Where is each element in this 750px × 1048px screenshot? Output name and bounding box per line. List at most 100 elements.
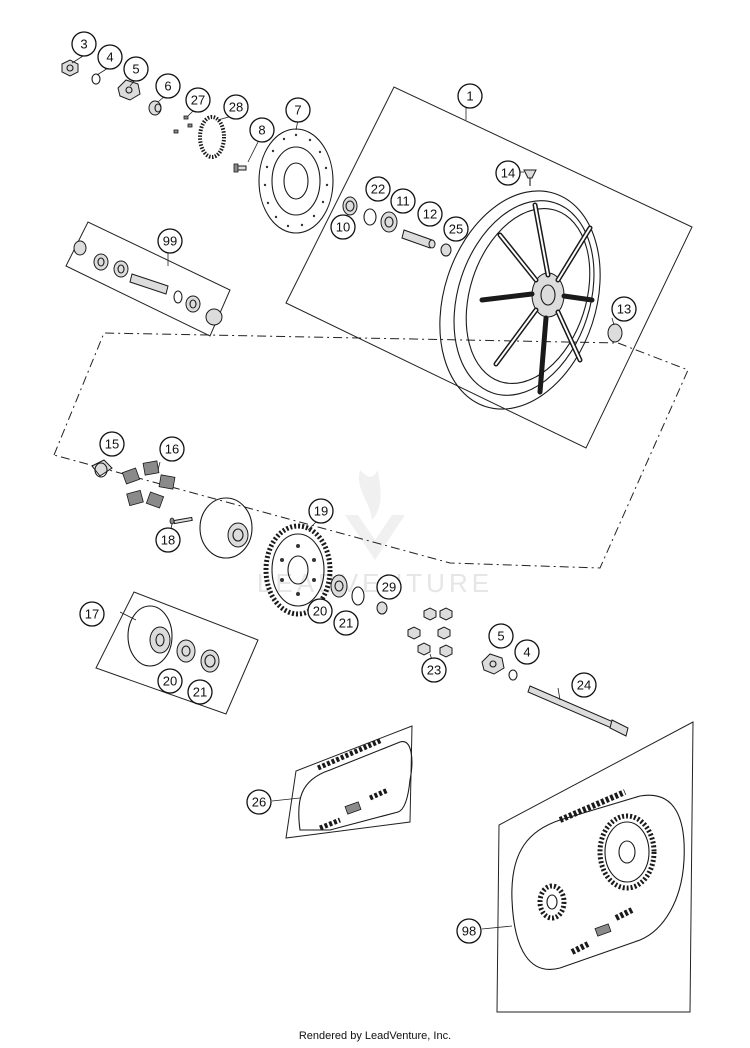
callout-22-text: 22 (371, 182, 385, 197)
callout-17: 17 (79, 601, 105, 627)
callout-27-text: 27 (191, 93, 205, 108)
callout-21-b: 21 (187, 679, 213, 705)
callout-1-text: 1 (466, 89, 473, 104)
callout-28: 28 (223, 94, 249, 120)
callout-20-a: 20 (307, 598, 333, 624)
sprocket-carrier-part (199, 497, 253, 559)
callout-23: 23 (421, 657, 447, 683)
callout-20-b: 20 (157, 668, 183, 694)
callout-4-bottom-text: 4 (523, 645, 530, 660)
chain-kit-panel (496, 721, 694, 1013)
callout-19: 19 (308, 498, 334, 524)
callout-98: 98 (456, 918, 482, 944)
collar-part (440, 243, 452, 257)
callout-22: 22 (365, 176, 391, 202)
bearing-spacer-part (401, 229, 436, 249)
rear-sprocket-part (263, 523, 333, 617)
bearing-kit-panel (65, 221, 231, 337)
hub-assembly-dashed-outline (53, 332, 689, 569)
callout-26-text: 26 (252, 795, 266, 810)
callout-99-text: 99 (163, 234, 177, 249)
callout-4-bottom: 4 (514, 639, 540, 665)
callout-7-text: 7 (294, 103, 301, 118)
hub-bolt-part (169, 516, 193, 525)
callout-8: 8 (249, 117, 275, 143)
chain-part (298, 737, 413, 831)
callout-4-top-text: 4 (106, 50, 113, 65)
circlip-part (363, 208, 377, 226)
watermark: LEADVENTURE (257, 470, 493, 598)
rear-wheel-part (439, 190, 601, 410)
callout-13-text: 13 (617, 302, 631, 317)
right-bearing-part (607, 323, 623, 343)
callout-24-text: 24 (577, 678, 591, 693)
cush-drive-dampers-part (121, 460, 176, 509)
nut-part (61, 59, 79, 77)
carrier-seal-part (351, 586, 365, 606)
callout-21-a: 21 (333, 610, 359, 636)
sprocket-nuts-part (407, 607, 453, 658)
callout-15: 15 (99, 431, 125, 457)
hub-kit-parts (127, 605, 220, 673)
callout-15-text: 15 (105, 437, 119, 452)
callout-12-text: 12 (423, 207, 437, 222)
bearing-kit-parts (73, 240, 223, 326)
callout-16: 16 (159, 436, 185, 462)
brake-disc-part (258, 128, 334, 234)
chain-panel (285, 725, 413, 839)
callout-17-text: 17 (85, 607, 99, 622)
callout-14-text: 14 (501, 166, 515, 181)
callout-14: 14 (495, 160, 521, 186)
watermark-logo-icon (345, 470, 405, 560)
spacer-part (148, 100, 162, 116)
hub-kit-panel (95, 591, 259, 715)
washer-part (91, 73, 101, 85)
disc-bolt-part (233, 163, 247, 173)
callout-12: 12 (417, 201, 443, 227)
hub-spacer-part (91, 459, 113, 478)
callout-99: 99 (157, 228, 183, 254)
watermark-text: LEADVENTURE (257, 568, 493, 598)
callout-19-text: 19 (314, 504, 328, 519)
callout-3-text: 3 (80, 37, 87, 52)
callout-27: 27 (185, 87, 211, 113)
callout-18-text: 18 (161, 533, 175, 548)
valve-part (523, 169, 537, 186)
pin-parts (173, 115, 193, 134)
wheel-bearing-part (380, 211, 398, 233)
render-credit: Rendered by LeadVenture, Inc. (298, 1030, 452, 1042)
callout-21-b-text: 21 (193, 685, 207, 700)
callout-6: 6 (155, 73, 181, 99)
callout-10-text: 10 (336, 220, 350, 235)
callout-24: 24 (571, 672, 597, 698)
callout-29-text: 29 (382, 580, 396, 595)
callout-6-text: 6 (164, 79, 171, 94)
callout-10: 10 (330, 214, 356, 240)
chain-adjuster-part (481, 653, 505, 675)
callout-20-b-text: 20 (163, 674, 177, 689)
callout-11: 11 (390, 188, 416, 214)
callout-7: 7 (285, 97, 311, 123)
callout-25-text: 25 (449, 222, 463, 237)
wheel-axle-part (527, 685, 629, 737)
callout-8-text: 8 (258, 123, 265, 138)
callout-18: 18 (155, 527, 181, 553)
axle-clamp-part (117, 79, 141, 101)
leader-lines (71, 55, 615, 930)
seal-ring-part (342, 196, 358, 216)
callout-28-text: 28 (229, 100, 243, 115)
callout-21-a-text: 21 (339, 616, 353, 631)
callout-20-a-text: 20 (313, 604, 327, 619)
callout-16-text: 16 (165, 442, 179, 457)
callout-1: 1 (457, 83, 483, 109)
callout-13: 13 (611, 296, 637, 322)
callout-29: 29 (376, 574, 402, 600)
callout-4-top: 4 (97, 44, 123, 70)
callout-5-bottom-text: 5 (497, 629, 504, 644)
sensor-ring-part (198, 115, 226, 159)
wheel-assembly-panel (285, 86, 693, 449)
callout-98-text: 98 (462, 924, 476, 939)
carrier-bearing-part (330, 574, 348, 598)
callout-26: 26 (246, 789, 272, 815)
